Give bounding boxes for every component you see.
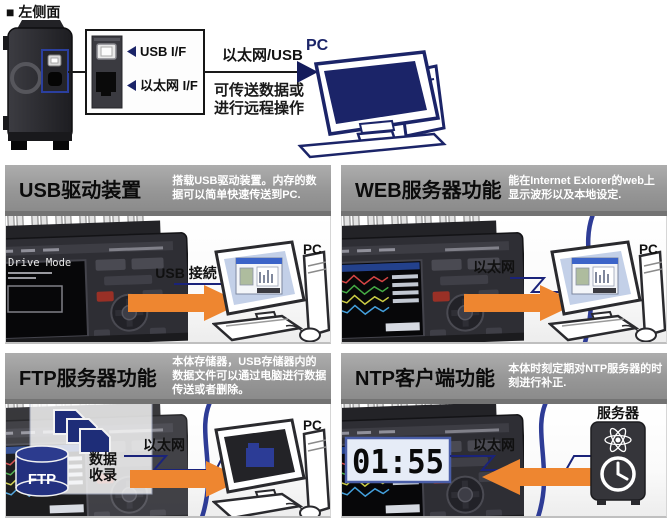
- panel-web-body: 以太网 PC: [341, 216, 667, 344]
- section-label: ■ 左侧面: [6, 4, 60, 20]
- pc-label: PC: [303, 418, 322, 433]
- panel-title: WEB服务器功能: [355, 179, 502, 202]
- clock-value: 01:55: [352, 442, 444, 481]
- pc-label: PC: [303, 242, 322, 257]
- ethernet-port-icon: [96, 72, 116, 92]
- panel-usb-header: USB驱动装置 搭载USB驱动装置。内存的数据可以简单快速传送到PC.: [5, 165, 331, 216]
- data-logger-device: [342, 216, 526, 342]
- panel-description: 本体存储器，USB存储器内的数据文件可以通过电脑进行数据传送或者删除。: [172, 355, 327, 397]
- pc-label: PC: [306, 37, 329, 54]
- panel-ntp-body: 01:55 以太网 服务器: [341, 404, 667, 518]
- clock-display: 01:55: [344, 436, 452, 484]
- panel-description: 搭载USB驱动装置。内存的数据可以简单快速传送到PC.: [172, 174, 317, 201]
- ftp-cylinder-icon: FTP: [15, 445, 69, 497]
- panel-description: 本体时刻定期对NTP服务器的时刻进行补正.: [508, 362, 663, 389]
- network-curve: [199, 404, 212, 516]
- left-triangle-icon: [127, 80, 136, 91]
- ntp-server-icon: 服务器: [590, 405, 646, 505]
- panel-usb-drive: USB驱动装置 搭载USB驱动装置。内存的数据可以简单快速传送到PC. Driv…: [5, 165, 331, 344]
- connection-type-label: 以太网/USB: [222, 46, 303, 64]
- panel-ntp-client: NTP客户端功能 本体时刻定期对NTP服务器的时刻进行补正. 01:55 以太网…: [341, 353, 667, 518]
- pc-label: PC: [639, 242, 658, 257]
- feature-panels: USB驱动装置 搭载USB驱动装置。内存的数据可以简单快速传送到PC. Driv…: [0, 165, 672, 518]
- transfer-arrow-icon: [128, 285, 242, 321]
- transfer-arrow-icon: [130, 461, 244, 497]
- lan-if-label: 以太网 I/F: [140, 78, 198, 93]
- atom-icon: [604, 427, 632, 453]
- panel-title: FTP服务器功能: [19, 367, 157, 390]
- port-callout-box: USB I/F 以太网 I/F: [85, 29, 205, 115]
- device-side-view: [3, 20, 73, 150]
- data-label-line2: 收录: [89, 467, 117, 483]
- ftp-label: FTP: [28, 471, 56, 488]
- connection-description-line1: 可传送数据或: [214, 81, 304, 99]
- device-screen-text: Drive Mode: [8, 257, 71, 269]
- panel-ftp-server: FTP服务器功能 本体存储器，USB存储器内的数据文件可以通过电脑进行数据传送或…: [5, 353, 331, 518]
- data-label-line1: 数据: [89, 451, 117, 467]
- transfer-arrow-icon: [482, 459, 604, 495]
- connection-label: 以太网: [473, 437, 515, 453]
- panel-web-header: WEB服务器功能 能在Internet Exlorer的web上显示波形以及本地…: [341, 165, 667, 216]
- left-side-connection-diagram: ■ 左侧面 USB I/F 以太网 I/F 以太网/USB 可传送数据或 进行远…: [3, 4, 447, 159]
- connection-label: 以太网: [143, 437, 185, 453]
- network-curve: [535, 404, 548, 516]
- transfer-arrow-icon: [464, 285, 578, 321]
- panel-ntp-header: NTP客户端功能 本体时刻定期对NTP服务器的时刻进行补正.: [341, 353, 667, 404]
- panel-usb-body: Drive Mode USB 接続 PC: [5, 216, 331, 344]
- pc-illustration: [212, 418, 330, 516]
- panel-web-server: WEB服务器功能 能在Internet Exlorer的web上显示波形以及本地…: [341, 165, 667, 344]
- left-triangle-icon: [127, 46, 136, 57]
- panel-ftp-body: 数据 收录 FTP 以太网 PC: [5, 404, 331, 518]
- usb-if-label: USB I/F: [140, 44, 186, 59]
- panel-title: NTP客户端功能: [355, 367, 495, 390]
- panel-description: 能在Internet Exlorer的web上显示波形以及本地设定.: [508, 174, 655, 201]
- arrowhead-icon: [297, 61, 318, 83]
- panel-title: USB驱动装置: [19, 179, 142, 202]
- clock-icon: [600, 456, 636, 492]
- pc-illustration: PC: [297, 37, 447, 159]
- document-stack-icon: [53, 409, 111, 454]
- connection-label: 以太网: [473, 259, 515, 275]
- connection-description-line2: 进行远程操作: [214, 99, 304, 117]
- connection-label: USB 接続: [155, 265, 216, 281]
- server-label: 服务器: [597, 405, 640, 421]
- panel-ftp-header: FTP服务器功能 本体存储器，USB存储器内的数据文件可以通过电脑进行数据传送或…: [5, 353, 331, 404]
